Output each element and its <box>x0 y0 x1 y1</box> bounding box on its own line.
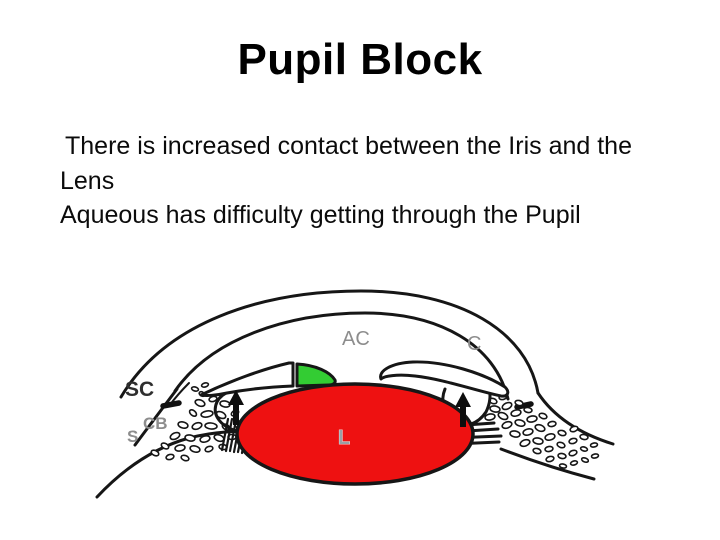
label-ciliary-body: CB <box>143 414 168 433</box>
ciliary-body-stipple-right <box>484 393 600 469</box>
lens-shape <box>235 382 475 486</box>
label-sclera: S <box>127 427 138 446</box>
bullet-list: There is increased contact between the I… <box>60 129 664 233</box>
schlemm-canal-dash-right <box>514 401 534 410</box>
pupil-block-figure: SC CB S AC C L <box>95 289 615 499</box>
slide-title: Pupil Block <box>237 35 483 84</box>
cornea-outer-arc <box>119 289 540 399</box>
ciliary-body-stipple-left <box>150 382 244 462</box>
label-anterior-chamber: AC <box>342 328 370 350</box>
label-lens: L <box>338 427 350 449</box>
cornea-inner-arc <box>173 311 510 401</box>
schlemm-canal-dash-left <box>160 400 182 409</box>
aqueous-pressure-arrow-left <box>228 390 244 425</box>
iris-right <box>379 360 510 398</box>
aqueous-pressure-arrow-right <box>455 392 471 427</box>
pupil-block-wedge <box>295 362 337 388</box>
limbus-line-left <box>133 387 179 447</box>
eye-anterior-segment-diagram: SC CB S AC C L <box>95 283 635 513</box>
bullet-iris-lens-contact: There is increased contact between the I… <box>60 132 632 195</box>
label-schlemm-canal: SC <box>125 378 154 401</box>
sclera-right-outer-line <box>536 391 615 446</box>
sclera-lower-right-line <box>499 447 596 481</box>
label-cornea: C <box>467 333 481 355</box>
bullet-aqueous-difficulty: Aqueous has difficulty getting through t… <box>60 201 581 229</box>
iris-left <box>199 361 295 397</box>
